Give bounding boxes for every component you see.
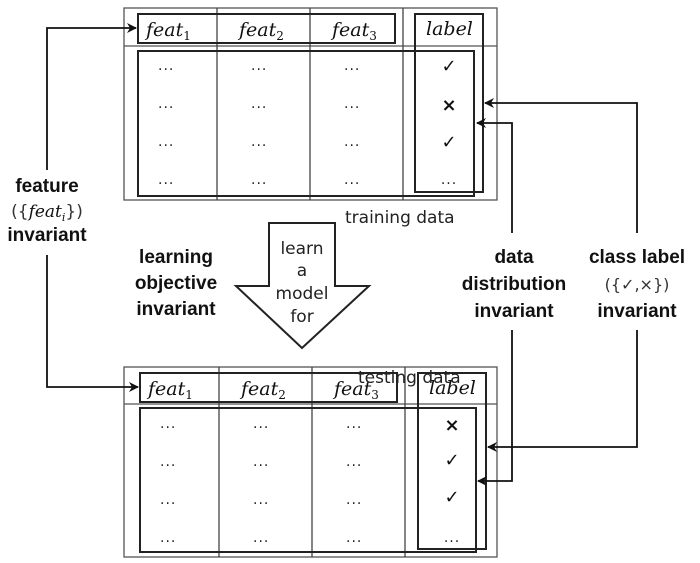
- training-label-cross: ×: [441, 95, 456, 116]
- learning-objective-line1: learning: [139, 247, 213, 268]
- testing-label-ellipsis: ···: [444, 534, 460, 550]
- testing-label-column-box: [417, 372, 487, 550]
- training-label-column-box: [414, 13, 484, 193]
- cell-ellipsis: ···: [346, 420, 362, 436]
- testing-label-cross: ×: [444, 415, 459, 436]
- cell-ellipsis: ···: [346, 458, 362, 474]
- cell-ellipsis: ···: [251, 138, 267, 154]
- feature-arrow-bottom: [46, 255, 139, 392]
- cell-ellipsis: ···: [251, 62, 267, 78]
- arrow-text-line: learn: [280, 239, 323, 259]
- testing-table: feat1 feat2 feat3 label ··· ··· ··· ··· …: [123, 366, 498, 558]
- learning-objective-line2: objective: [135, 273, 217, 294]
- cell-ellipsis: ···: [344, 100, 360, 116]
- testing-data-caption: testing data: [358, 368, 461, 388]
- cell-ellipsis: ···: [158, 62, 174, 78]
- testing-label-check: ✓: [444, 487, 459, 508]
- learning-objective-invariant-label: learning objective invariant: [135, 247, 217, 320]
- feature-invariant-line1: feature: [15, 176, 78, 197]
- testing-header-feat2: feat2: [239, 378, 286, 402]
- distribution-arrow-bottom: [477, 330, 513, 486]
- distribution-connectors: [476, 118, 513, 486]
- training-feature-header-box: [137, 13, 396, 44]
- cell-ellipsis: ···: [158, 138, 174, 154]
- data-distribution-line1: data: [494, 247, 534, 268]
- feature-invariant-label: feature ({feati}) invariant: [7, 176, 87, 246]
- training-data-box: [137, 50, 475, 197]
- cell-ellipsis: ···: [346, 534, 362, 550]
- training-label-check: ✓: [441, 56, 456, 77]
- cell-ellipsis: ···: [253, 496, 269, 512]
- training-header-feat3: feat3: [330, 19, 377, 43]
- data-distribution-line2: distribution: [462, 274, 566, 295]
- class-label-line1: class label: [589, 247, 685, 268]
- class-label-line3: invariant: [597, 301, 677, 322]
- cell-ellipsis: ···: [251, 100, 267, 116]
- cell-ellipsis: ···: [344, 138, 360, 154]
- class-label-line2: ({✓,×}): [605, 275, 670, 294]
- testing-header-feat3: feat3: [332, 378, 379, 402]
- cell-ellipsis: ···: [160, 458, 176, 474]
- cell-ellipsis: ···: [253, 534, 269, 550]
- training-table: feat1 feat2 feat3 label ··· ··· ··· ··· …: [123, 7, 498, 228]
- cell-ellipsis: ···: [160, 420, 176, 436]
- cell-ellipsis: ···: [158, 176, 174, 192]
- testing-label-check: ✓: [444, 450, 459, 471]
- feature-arrow-top: [46, 23, 137, 170]
- cell-ellipsis: ···: [253, 420, 269, 436]
- class-label-connectors: [484, 98, 638, 452]
- training-data-caption: training data: [345, 208, 455, 228]
- training-cells: ··· ··· ··· ··· ··· ··· ··· ··· ··· ··· …: [158, 62, 360, 192]
- cell-ellipsis: ···: [158, 100, 174, 116]
- cell-ellipsis: ···: [344, 62, 360, 78]
- data-distribution-line3: invariant: [474, 301, 554, 322]
- cell-ellipsis: ···: [251, 176, 267, 192]
- training-label-check: ✓: [441, 132, 456, 153]
- cell-ellipsis: ···: [346, 496, 362, 512]
- feature-connectors: [46, 23, 139, 392]
- data-distribution-invariant-label: data distribution invariant: [462, 247, 566, 322]
- testing-header-label: label: [429, 377, 476, 399]
- training-header-feat1: feat1: [144, 19, 191, 43]
- class-label-invariant-label: class label ({✓,×}) invariant: [589, 247, 685, 322]
- cell-ellipsis: ···: [253, 458, 269, 474]
- testing-table-outer: [123, 366, 498, 558]
- cell-ellipsis: ···: [160, 496, 176, 512]
- testing-feature-header-box: [139, 372, 398, 403]
- training-header-feat2: feat2: [237, 19, 284, 43]
- testing-cells: ··· ··· ··· ··· ··· ··· ··· ··· ··· ··· …: [160, 420, 362, 550]
- cell-ellipsis: ···: [160, 534, 176, 550]
- learning-objective-line3: invariant: [136, 299, 216, 320]
- feature-invariant-line2: ({feati}): [11, 202, 83, 224]
- arrow-text-line: model: [276, 284, 329, 304]
- down-arrow-icon: [233, 222, 372, 350]
- feature-invariant-line3: invariant: [7, 225, 87, 246]
- arrow-text-line: a: [297, 261, 307, 281]
- arrow-text-line: for: [290, 307, 313, 327]
- learn-model-arrow: learn a model for: [233, 222, 372, 350]
- testing-header-feat1: feat1: [146, 378, 193, 402]
- distribution-arrow-top: [476, 118, 513, 233]
- class-label-arrow-bottom: [487, 330, 638, 452]
- testing-data-box: [139, 407, 477, 553]
- cell-ellipsis: ···: [344, 176, 360, 192]
- training-header-label: label: [426, 18, 473, 40]
- class-label-arrow-top: [484, 98, 638, 233]
- training-label-ellipsis: ···: [441, 176, 457, 192]
